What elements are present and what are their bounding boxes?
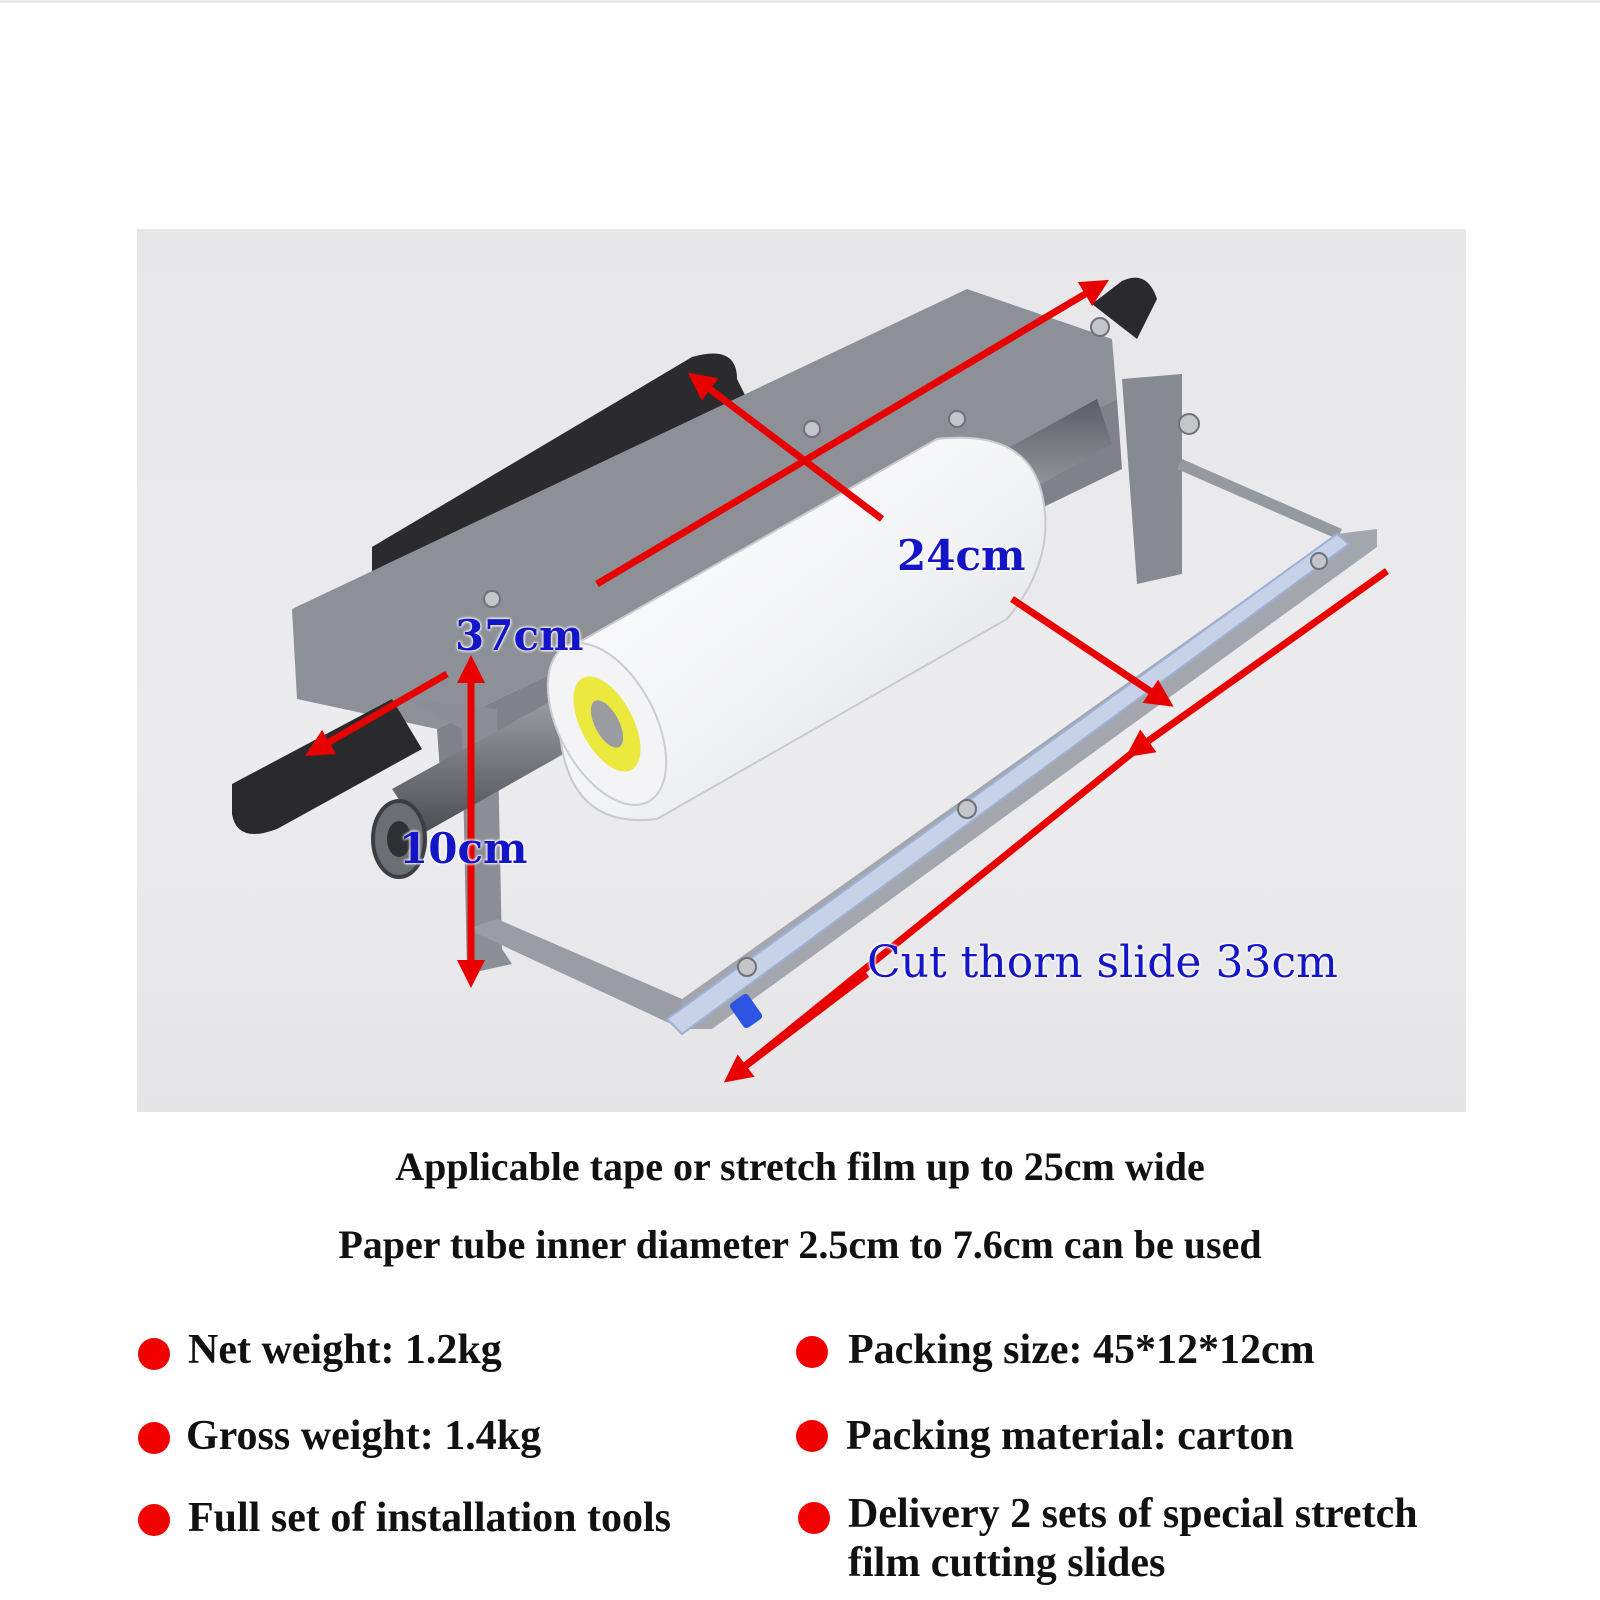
spec-packing-size: Packing size: 45*12*12cm [848, 1327, 1315, 1373]
dimension-overall-label: 37cm [455, 611, 584, 660]
cutting-slide [665, 532, 1351, 1036]
spec-delivery-line1: Delivery 2 sets of special stretch [848, 1491, 1418, 1537]
spec-delivery-line2: film cutting slides [848, 1540, 1166, 1586]
product-photo: 24cm 37cm 10cm Cut thorn slide 33cm [137, 229, 1466, 1112]
arrow-slide-c [723, 971, 870, 1083]
bullet-icon [138, 1422, 170, 1454]
dimension-length-label: 24cm [897, 531, 1026, 580]
front-frame [467, 919, 682, 1029]
arrow-slide-a [1125, 568, 1390, 758]
bullet-icon [796, 1420, 828, 1452]
top-border [0, 0, 1600, 3]
spec-tools: Full set of installation tools [188, 1495, 672, 1541]
spec-packing-material: Packing material: carton [846, 1413, 1294, 1459]
bullet-icon [798, 1502, 830, 1534]
arrow-left [304, 670, 449, 756]
caption-diameter: Paper tube inner diameter 2.5cm to 7.6cm… [338, 1222, 1262, 1267]
bullet-icon [138, 1504, 170, 1536]
spec-net-weight: Net weight: 1.2kg [188, 1327, 502, 1373]
arrow-length-a [687, 372, 885, 522]
bullet-icon [138, 1338, 170, 1370]
caption-width: Applicable tape or stretch film up to 25… [395, 1144, 1205, 1189]
stretch-film-roll [546, 436, 1047, 822]
dimension-slide-label: Cut thorn slide 33cm [867, 937, 1338, 988]
arrow-length-b [1010, 596, 1174, 707]
spec-gross-weight: Gross weight: 1.4kg [186, 1413, 542, 1459]
bullet-icon [796, 1336, 828, 1368]
dimension-height-label: 10cm [399, 824, 528, 873]
arrow-overall [595, 279, 1110, 588]
